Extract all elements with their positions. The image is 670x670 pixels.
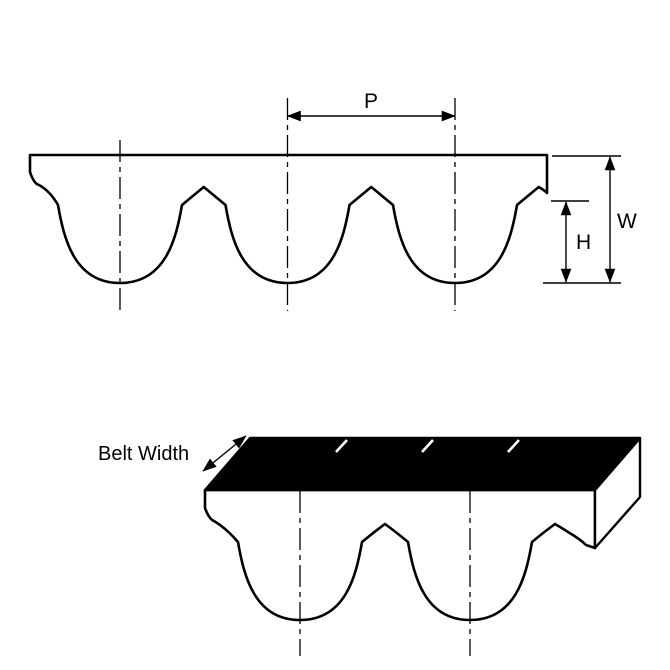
belt-width-arrow xyxy=(202,435,247,472)
overall-height-label: W xyxy=(617,210,637,233)
belt-width-label: Belt Width xyxy=(98,443,189,465)
pitch-dimension: P xyxy=(286,90,456,122)
cross-section-view: P W H xyxy=(28,90,637,311)
belt-profile xyxy=(28,153,549,285)
belt-width-callout: Belt Width xyxy=(98,435,247,472)
pitch-label: P xyxy=(364,90,378,113)
belt-front-profile xyxy=(203,488,597,622)
overall-height-dimension: W xyxy=(543,155,637,284)
tooth-height-label: H xyxy=(576,231,591,254)
tooth-height-dimension: H xyxy=(551,200,591,283)
top-face-groove-mark-2 xyxy=(421,439,434,453)
top-face-groove-mark-1 xyxy=(335,439,348,453)
top-face-groove-mark-3 xyxy=(507,439,520,453)
isometric-view: Belt Width xyxy=(98,435,642,656)
belt-top-face xyxy=(203,436,642,492)
